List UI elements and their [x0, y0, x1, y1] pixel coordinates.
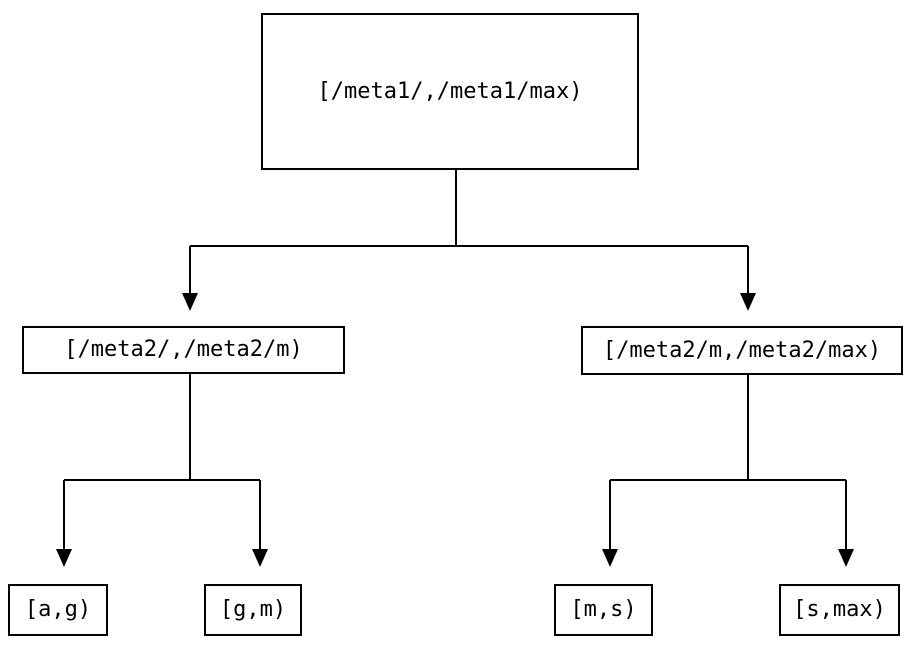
- arrow-down-icon: [56, 549, 72, 567]
- arrow-down-icon: [182, 293, 198, 311]
- node-leaf-m-s: [m,s): [554, 584, 653, 636]
- arrow-down-icon: [740, 293, 756, 311]
- node-leaf-s-max: [s,max): [779, 584, 900, 636]
- node-label: [m,s): [570, 597, 637, 622]
- edge-root-children: [182, 170, 756, 311]
- edge-midleft-children: [56, 374, 268, 567]
- node-label: [/meta1/,/meta1/max): [317, 78, 583, 104]
- node-label: [s,max): [793, 597, 886, 622]
- node-label: [g,m): [219, 597, 287, 622]
- node-leaf-g-m: [g,m): [204, 584, 302, 636]
- node-label: [/meta2/,/meta2/m): [64, 337, 303, 362]
- arrow-down-icon: [252, 549, 268, 567]
- node-leaf-a-g: [a,g): [8, 584, 108, 636]
- node-meta2-right-range: [/meta2/m,/meta2/max): [581, 326, 903, 375]
- node-meta2-left-range: [/meta2/,/meta2/m): [22, 326, 345, 374]
- arrow-down-icon: [602, 549, 618, 567]
- node-label: [/meta2/m,/meta2/max): [602, 337, 882, 363]
- node-root-range: [/meta1/,/meta1/max): [261, 13, 639, 170]
- edge-midright-children: [602, 375, 854, 567]
- node-label: [a,g): [24, 597, 92, 622]
- arrow-down-icon: [838, 549, 854, 567]
